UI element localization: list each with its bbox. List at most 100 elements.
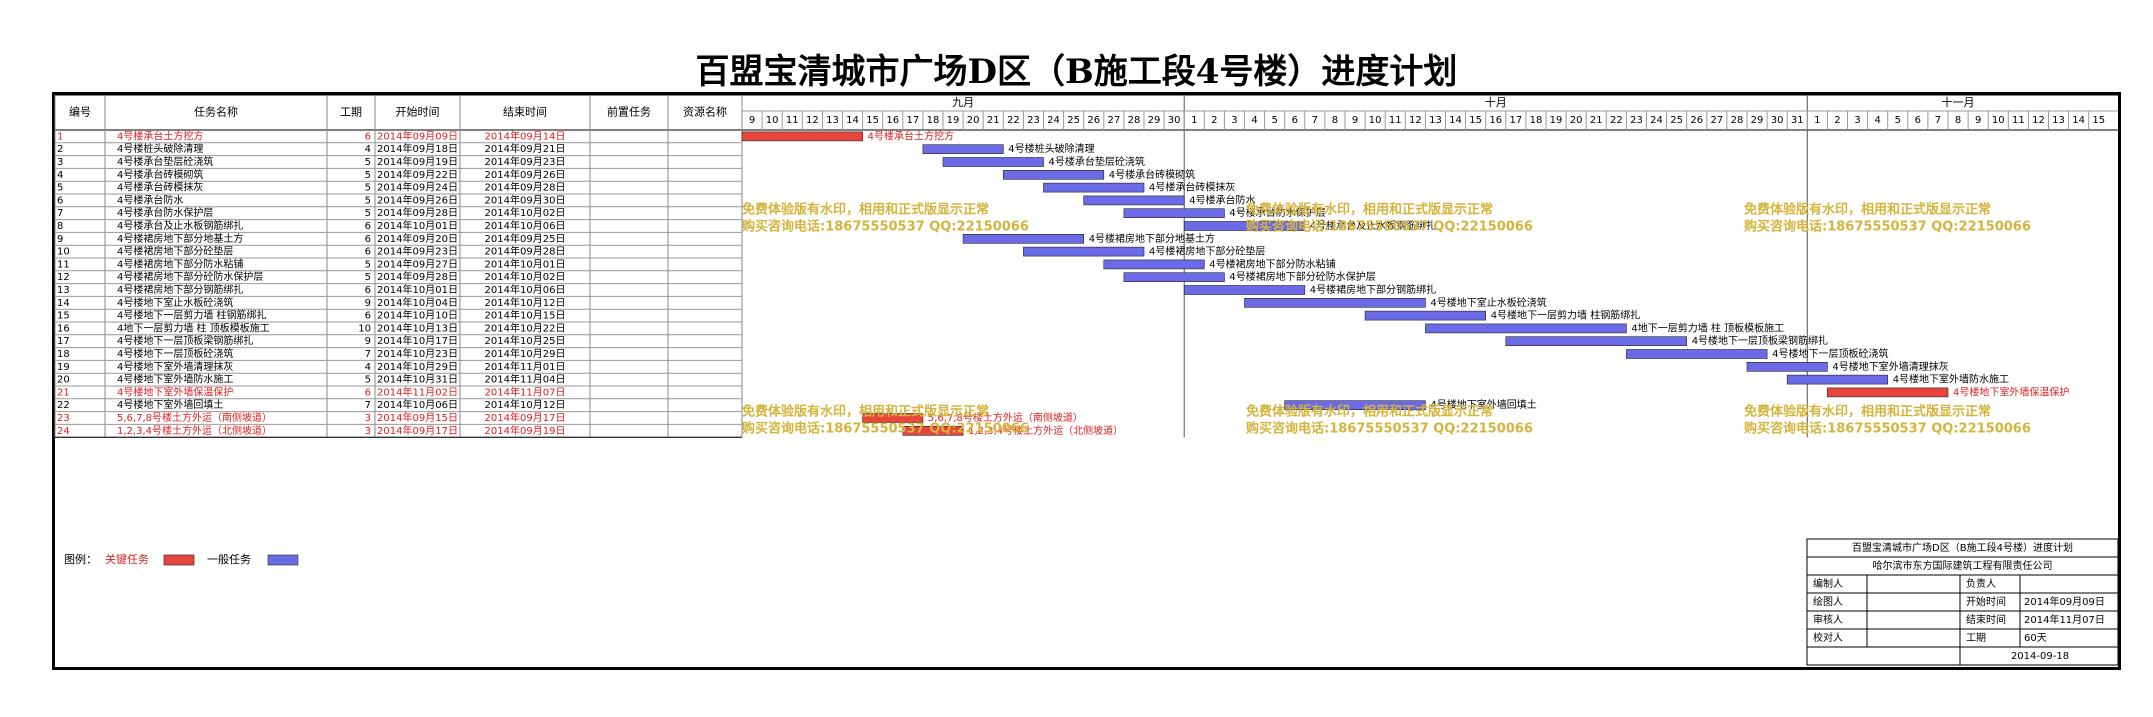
day-tick-label: 24 (1047, 115, 1060, 126)
info-title: 百盟宝清城市广场D区（B施工段4号楼）进度计划 (1852, 541, 2073, 554)
info-label: 开始时间 (1966, 595, 2006, 608)
info-label: 审核人 (1813, 613, 1843, 626)
task-bar-label: 4号楼裙房地下部分砼垫层 (1149, 245, 1265, 258)
day-tick-label: 9 (749, 115, 755, 126)
task-end: 2014年10月02日 (485, 206, 566, 219)
day-tick-label: 19 (1550, 115, 1563, 126)
task-start: 2014年09月15日 (377, 411, 458, 424)
task-bar-label: 4号楼承台土方挖方 (868, 129, 954, 142)
task-start: 2014年09月28日 (377, 270, 458, 283)
task-id: 16 (57, 323, 70, 334)
task-name: 4地下一层剪力墙 柱 顶板模板施工 (117, 321, 270, 334)
task-bar (1827, 387, 1949, 398)
task-bar-label: 4号楼承台防水保护层 (1229, 206, 1325, 219)
task-start: 2014年10月06日 (377, 398, 458, 411)
task-name: 4号楼裙房地下部分防水粘铺 (117, 257, 243, 270)
watermark-text: 购买咨询电话:18675550537 QQ:22150066 (1744, 421, 2031, 437)
day-tick-label: 14 (2072, 115, 2085, 126)
day-tick-label: 11 (2012, 115, 2025, 126)
day-tick-label: 18 (1530, 115, 1543, 126)
task-duration: 6 (365, 387, 371, 398)
task-duration: 4 (365, 362, 371, 373)
watermark-text: 购买咨询电话:18675550537 QQ:22150066 (1246, 219, 1533, 235)
task-bar (1746, 361, 1828, 372)
task-duration: 5 (365, 157, 371, 168)
month-label: 九月 (952, 96, 974, 109)
day-tick-label: 17 (1509, 115, 1522, 126)
task-end: 2014年09月23日 (485, 155, 566, 168)
task-name: 4号楼地下一层剪力墙 柱钢筋绑扎 (117, 309, 267, 322)
column-header: 资源名称 (683, 105, 727, 119)
task-name: 5,6,7,8号楼土方外运（南侧坡道） (117, 411, 272, 424)
day-tick-label: 26 (1690, 115, 1703, 126)
info-label: 校对人 (1813, 631, 1843, 644)
task-name: 4号楼桩头破除清理 (117, 142, 203, 155)
task-duration: 6 (365, 285, 371, 296)
task-id: 2 (57, 144, 63, 155)
day-tick-label: 18 (927, 115, 940, 126)
task-end: 2014年09月28日 (485, 245, 566, 258)
task-start: 2014年10月23日 (377, 347, 458, 360)
task-name: 4号楼承台及止水板钢筋绑扎 (117, 219, 243, 232)
info-label: 编制人 (1813, 577, 1843, 590)
task-bar (862, 413, 924, 423)
task-end: 2014年11月07日 (485, 385, 566, 398)
column-header: 结束时间 (503, 106, 547, 119)
task-duration: 9 (365, 298, 371, 309)
watermark-text: 免费体验版有水印，相用和正式版显示正常 (1744, 404, 1991, 420)
task-start: 2014年10月01日 (377, 283, 458, 296)
day-tick-label: 17 (906, 115, 919, 126)
day-tick-label: 23 (1027, 115, 1040, 126)
column-header: 编号 (69, 105, 91, 119)
task-end: 2014年09月30日 (485, 193, 566, 206)
task-end: 2014年09月28日 (485, 181, 566, 194)
day-tick-label: 20 (967, 115, 980, 126)
task-start: 2014年10月17日 (377, 334, 458, 347)
task-duration: 3 (365, 426, 371, 437)
day-tick-label: 14 (846, 115, 859, 126)
task-name: 4号楼承台砖模砌筑 (117, 168, 203, 181)
column-header: 任务名称 (194, 105, 238, 119)
task-bar-label: 4号楼承台砖模砌筑 (1109, 168, 1195, 181)
day-tick-label: 7 (1312, 115, 1318, 126)
task-end: 2014年09月25日 (485, 232, 566, 245)
task-name: 4号楼承台土方挖方 (117, 129, 203, 142)
day-tick-label: 29 (1751, 115, 1764, 126)
task-end: 2014年10月06日 (485, 219, 566, 232)
task-bar (942, 157, 1044, 167)
task-bar (1043, 182, 1145, 193)
day-tick-label: 23 (1630, 115, 1643, 126)
watermark-text: 购买咨询电话:18675550537 QQ:22150066 (742, 219, 1029, 235)
chart-frame (52, 92, 2121, 670)
task-end: 2014年10月12日 (485, 296, 566, 309)
task-start: 2014年09月19日 (377, 155, 458, 168)
task-id: 11 (57, 259, 70, 270)
task-name: 4号楼地下一层顶板砼浇筑 (117, 347, 233, 360)
task-end: 2014年11月01日 (485, 360, 566, 373)
day-tick-label: 8 (1955, 115, 1961, 126)
task-bar-label: 4号楼裙房地下部分地基土方 (1089, 232, 1215, 245)
task-bar-label: 4号楼裙房地下部分防水粘铺 (1209, 257, 1335, 270)
task-name: 4号楼地下室外墙清理抹灰 (117, 360, 233, 373)
day-tick-label: 26 (1087, 115, 1100, 126)
day-tick-label: 5 (1895, 115, 1901, 126)
task-name: 1,2,3,4号楼土方外运（北侧坡道） (117, 424, 272, 437)
task-id: 18 (57, 349, 70, 360)
task-bar-label: 4号楼地下室外墙清理抹灰 (1832, 360, 1948, 373)
task-id: 23 (57, 413, 70, 424)
task-start: 2014年10月10日 (377, 309, 458, 322)
task-bar-label: 4号楼承台垫层砼浇筑 (1049, 155, 1145, 168)
day-tick-label: 14 (1449, 115, 1462, 126)
day-tick-label: 1 (1191, 115, 1197, 126)
info-value: 2014年11月07日 (2024, 613, 2105, 626)
info-label: 工期 (1966, 632, 1986, 644)
task-end: 2014年09月26日 (485, 168, 566, 181)
task-start: 2014年09月27日 (377, 257, 458, 270)
info-label: 绘图人 (1813, 595, 1843, 608)
task-bar (922, 144, 1004, 154)
info-value: 2014年09月09日 (2024, 595, 2105, 608)
day-tick-label: 10 (1369, 115, 1382, 126)
task-bar-label: 4号楼裙房地下部分砼防水保护层 (1229, 270, 1375, 283)
day-tick-label: 11 (786, 115, 799, 126)
task-bar (1244, 297, 1426, 308)
